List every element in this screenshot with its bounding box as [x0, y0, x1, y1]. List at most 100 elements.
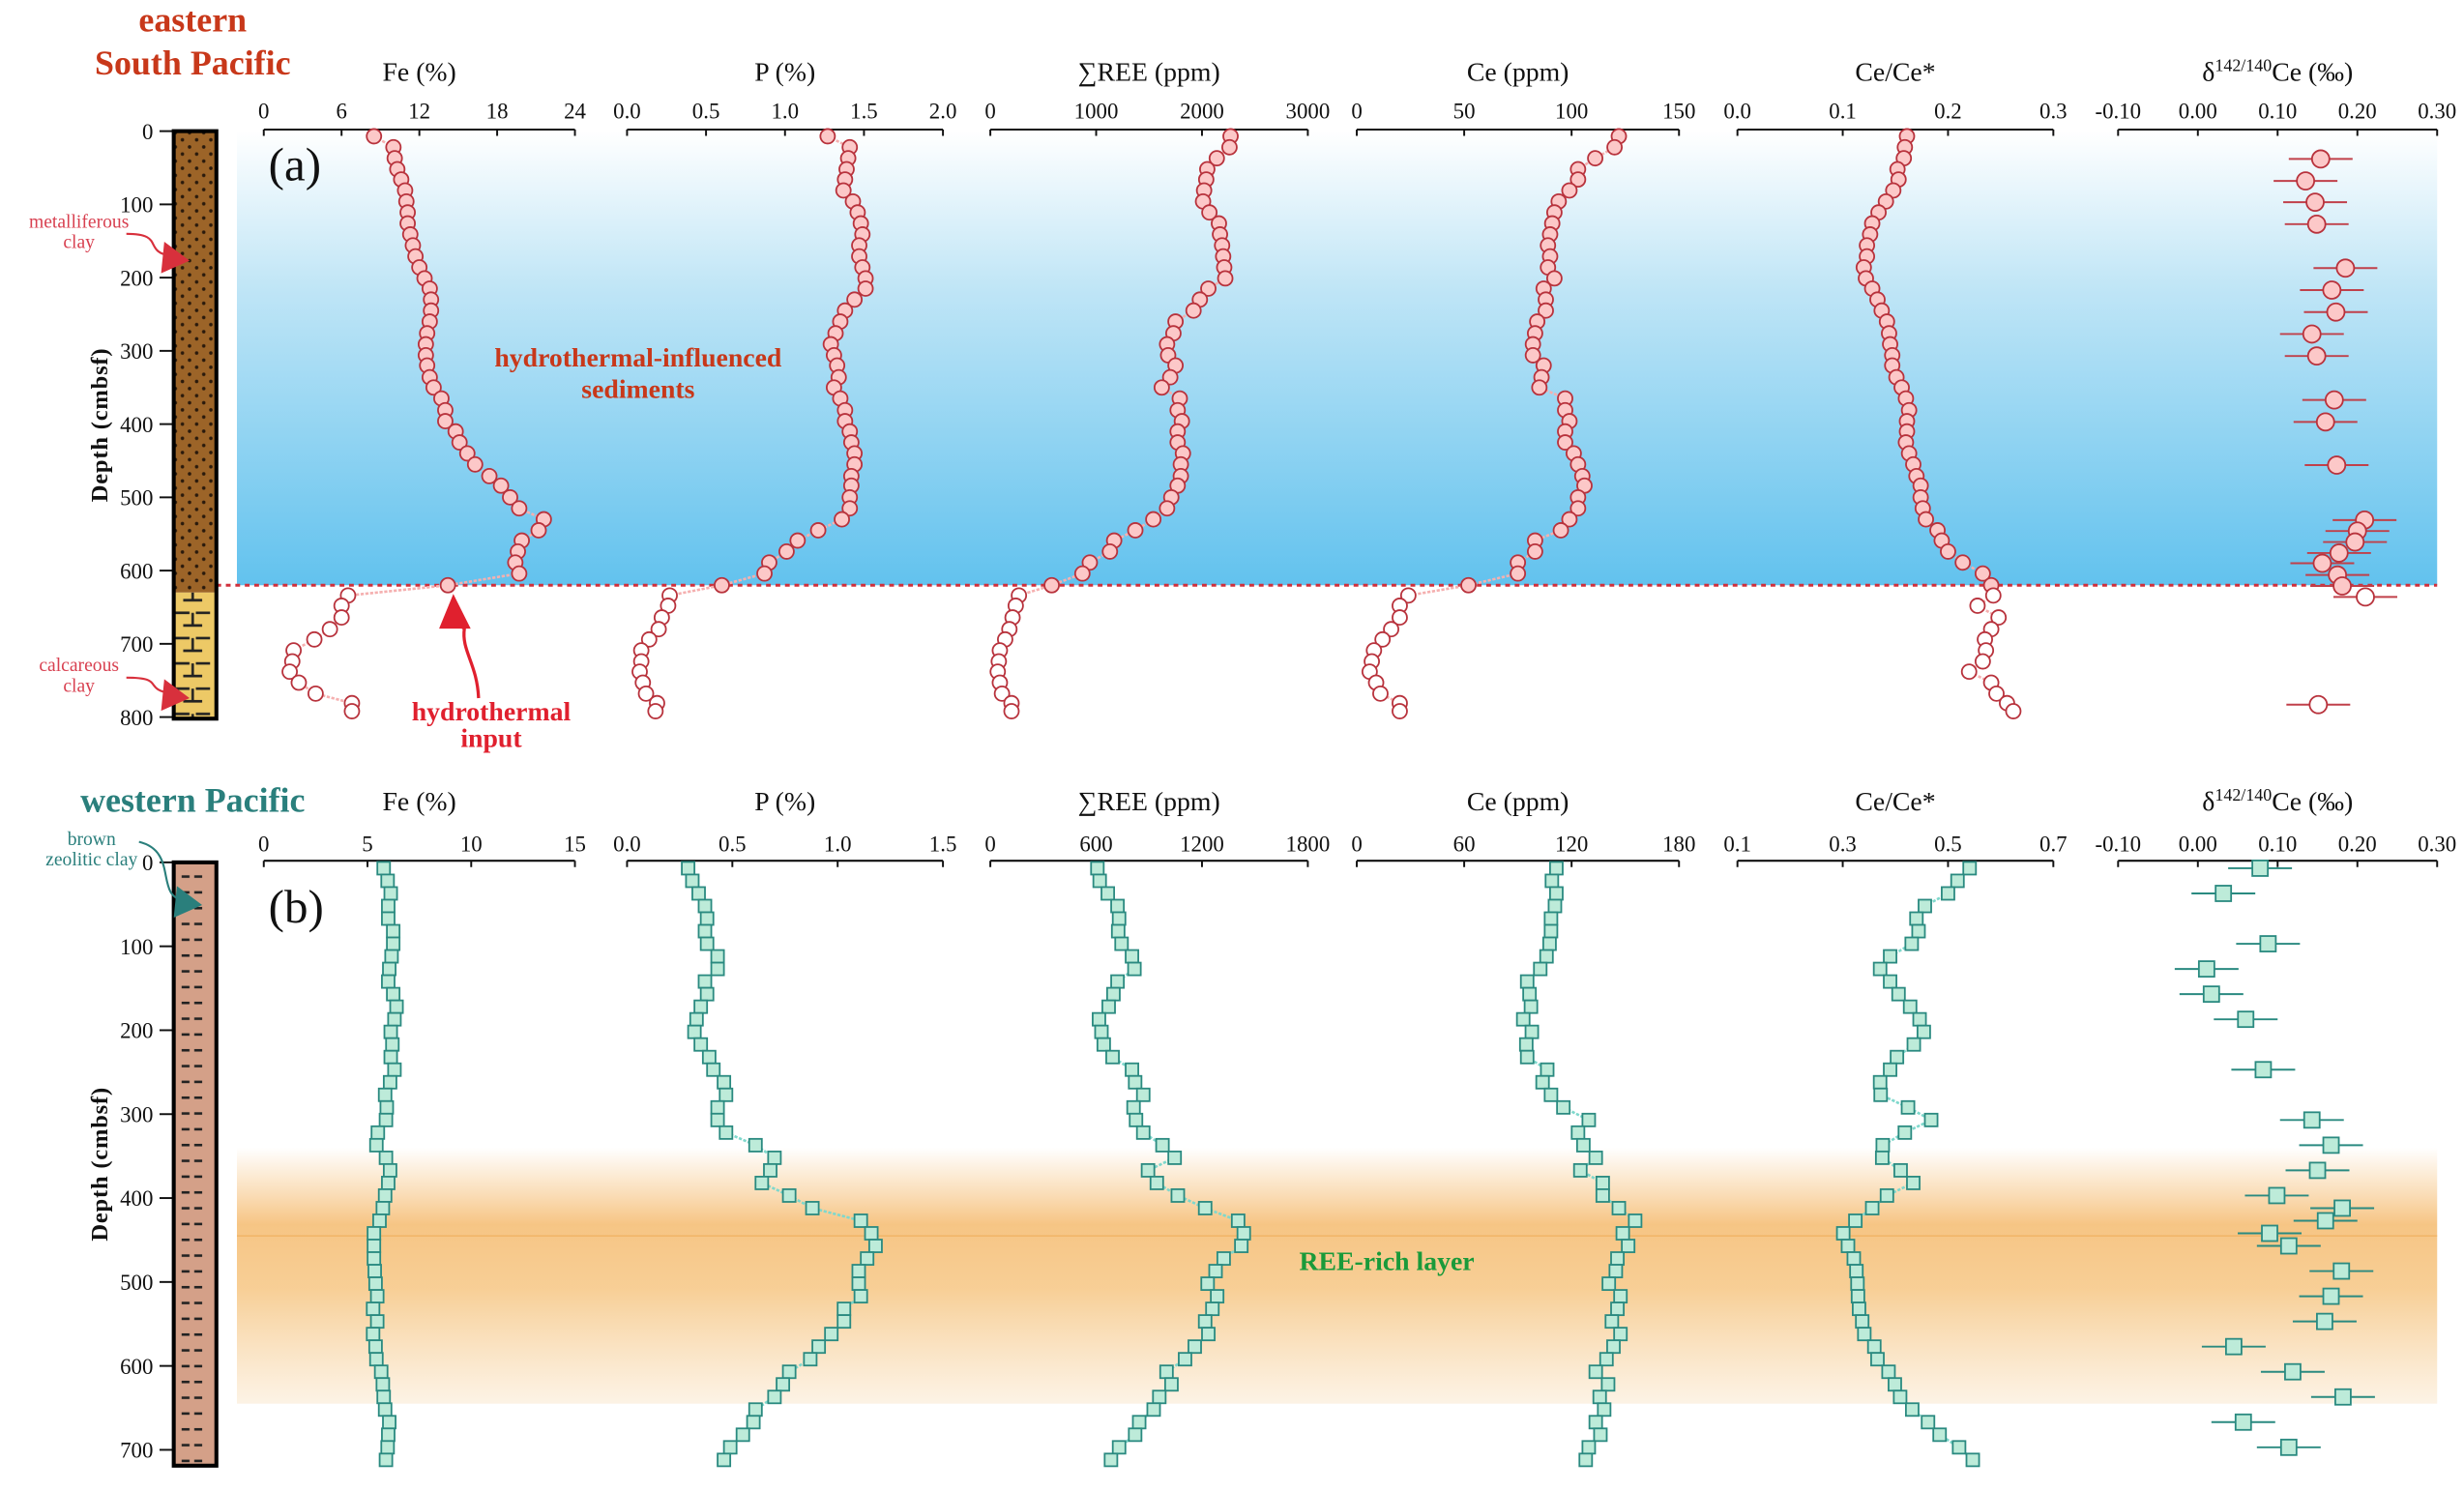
data-point [710, 961, 725, 977]
data-point [367, 1264, 382, 1278]
data-point [710, 1099, 725, 1115]
delta-data-point [2334, 1388, 2352, 1406]
delta-data-point [2254, 1061, 2273, 1079]
data-point [1592, 1389, 1607, 1405]
data-point [1100, 886, 1116, 901]
data-point [377, 1402, 393, 1418]
data-point [1588, 1364, 1603, 1380]
data-point [1881, 1364, 1896, 1380]
data-point [1145, 511, 1162, 528]
data-point [369, 1314, 385, 1330]
data-point [1549, 886, 1564, 901]
data-point [1606, 1339, 1621, 1355]
data-point-open [1988, 685, 2005, 702]
ree-rich-layer-label: REE-rich layer [1300, 1246, 1475, 1276]
data-point [754, 1175, 770, 1190]
data-point [846, 291, 864, 308]
data-point [1552, 522, 1569, 539]
data-point [1909, 911, 1924, 926]
data-point [1850, 1276, 1865, 1292]
data-point [368, 1352, 384, 1367]
data-point [492, 477, 510, 494]
data-point [699, 986, 715, 1002]
data-point [685, 873, 700, 889]
x-tick-label: 0.10 [2258, 100, 2297, 124]
region-title: western Pacific [80, 781, 305, 820]
x-tick-label: 0.1 [1829, 100, 1857, 124]
x-tick-label: 0.3 [1829, 832, 1857, 856]
delta-data-point [2324, 390, 2344, 410]
delta-data-point [2322, 280, 2342, 300]
data-point [1092, 873, 1107, 889]
x-tick-label: 2.0 [929, 100, 957, 124]
x-tick-label: 0 [984, 100, 995, 124]
data-point [1962, 861, 1978, 876]
lithology-column-border [171, 129, 219, 721]
data-point [1543, 1087, 1559, 1102]
delta-symbol: δ [2202, 787, 2215, 817]
data-point [1892, 1389, 1908, 1405]
zone-label-hydrothermal-influenced: sediments [581, 375, 694, 405]
lithology-label: brown [68, 830, 116, 850]
data-point [1951, 1440, 1967, 1455]
data-point [803, 1352, 818, 1367]
data-point [1110, 923, 1126, 939]
x-tick-label: 0.0 [613, 100, 641, 124]
data-point [382, 1162, 397, 1178]
delta-data-point [2234, 1413, 2252, 1431]
x-tick-label: -0.10 [2095, 832, 2141, 856]
data-point [1570, 1125, 1586, 1140]
data-point [1835, 1226, 1851, 1241]
data-point [375, 1201, 391, 1215]
hydrothermal-input-label: hydrothermal [412, 697, 572, 727]
lithology-arrow-head-icon [161, 679, 190, 712]
data-point [767, 1389, 782, 1405]
x-tick-label: 1.0 [771, 100, 799, 124]
data-point [706, 1062, 721, 1077]
x-tick-label: 1800 [1286, 832, 1331, 856]
data-point [1543, 911, 1559, 926]
data-point [853, 1289, 868, 1304]
data-point-open [640, 630, 658, 648]
data-point [1561, 511, 1578, 528]
delta-data-point [2322, 1287, 2340, 1305]
data-point [1601, 1276, 1617, 1292]
data-point-open [647, 703, 664, 719]
data-point [530, 522, 547, 539]
x-tick-label: 2000 [1180, 100, 1224, 124]
data-point [367, 1239, 382, 1253]
data-point [1874, 1150, 1890, 1165]
data-point-open [1383, 621, 1399, 638]
data-point [1541, 936, 1557, 951]
data-point [1538, 302, 1554, 319]
data-point [377, 1087, 393, 1102]
delta-data-point [2237, 1010, 2255, 1029]
column-title: ∑REE (ppm) [1078, 57, 1220, 87]
x-tick-label: 0.5 [1934, 832, 1962, 856]
data-point [1208, 1264, 1223, 1278]
data-point [691, 886, 706, 901]
data-point [735, 1427, 750, 1443]
data-point [381, 974, 396, 989]
delta-title-suffix: Ce (‰) [2272, 787, 2353, 817]
x-tick-label: 0.10 [2258, 832, 2297, 856]
data-point [1178, 1352, 1192, 1367]
data-point [834, 511, 850, 528]
data-point [466, 455, 484, 473]
data-point [511, 500, 528, 517]
depth-tick-label: 400 [120, 413, 153, 437]
data-point [697, 898, 713, 914]
x-tick-label: 0.2 [1934, 100, 1962, 124]
data-point [719, 1087, 734, 1102]
lithology-column-border [171, 860, 219, 1468]
data-point [1110, 974, 1126, 989]
data-point [1161, 368, 1179, 386]
x-tick-label: 100 [1555, 100, 1588, 124]
data-point [1569, 171, 1587, 189]
data-point [1128, 1427, 1143, 1443]
delta-data-point-open [2356, 587, 2375, 607]
data-point [719, 1125, 734, 1140]
data-point [1883, 949, 1897, 964]
data-point [379, 1099, 395, 1115]
data-point [1159, 1364, 1174, 1380]
